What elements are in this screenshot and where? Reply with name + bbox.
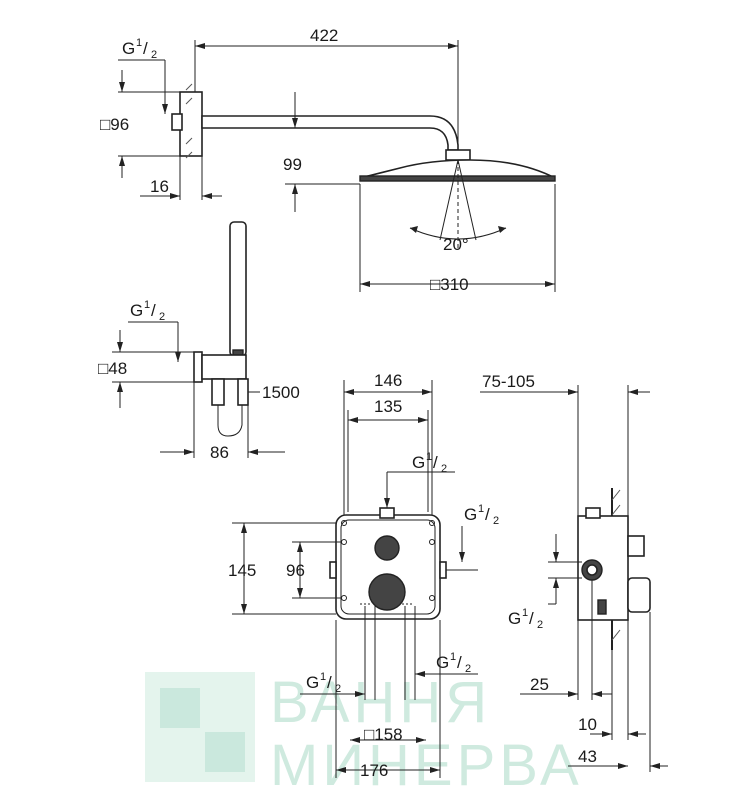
- dim-depth-43: 43: [578, 747, 597, 766]
- thread-label-body-bottom-left: G 1 / 2: [306, 671, 341, 695]
- svg-text:/: /: [327, 673, 332, 692]
- svg-text:2: 2: [159, 311, 165, 323]
- svg-text:G: G: [464, 505, 477, 524]
- svg-text:/: /: [143, 39, 148, 58]
- thread-label-body-right: G 1 / 2: [464, 503, 499, 527]
- svg-text:2: 2: [151, 49, 157, 61]
- concealed-body-side-view: 75-105 G 1 / 2 25 10: [480, 372, 668, 772]
- svg-text:1: 1: [522, 607, 528, 619]
- dim-flange-depth: 16: [150, 177, 169, 196]
- watermark-line1: ВАННЯ: [270, 670, 491, 735]
- svg-text:G: G: [508, 609, 521, 628]
- side-thermostat: [627, 577, 651, 613]
- svg-text:2: 2: [441, 463, 447, 475]
- svg-text:1: 1: [136, 37, 142, 49]
- right-outlet: [439, 561, 447, 579]
- thermostat-cartridge: [368, 573, 406, 611]
- dim-body-hole-spacing: 96: [286, 561, 305, 580]
- svg-text:/: /: [529, 609, 534, 628]
- hand-shower-view: G 1 / 2 □48 1500 86: [98, 221, 300, 462]
- diverter-spindle: [374, 535, 400, 561]
- dim-body-width-outer: 146: [374, 371, 402, 390]
- head-connector: [445, 149, 471, 161]
- dim-arm-length: 422: [310, 26, 338, 45]
- hose-outlet: [211, 378, 225, 406]
- shower-arm: [201, 115, 459, 151]
- svg-text:/: /: [433, 453, 438, 472]
- dim-spray-angle: 20°: [443, 235, 469, 254]
- dim-plate-outer: 176: [360, 761, 388, 780]
- svg-text:1: 1: [426, 451, 432, 463]
- svg-text:2: 2: [537, 619, 543, 631]
- svg-text:/: /: [485, 505, 490, 524]
- top-inlet: [379, 507, 395, 519]
- svg-text:1: 1: [450, 651, 456, 663]
- svg-text:G: G: [122, 39, 135, 58]
- dim-holder-depth: 86: [210, 443, 229, 462]
- svg-text:2: 2: [335, 683, 341, 695]
- dim-body-height: 145: [228, 561, 256, 580]
- dim-holder-flange: □48: [98, 359, 127, 378]
- svg-text:1: 1: [478, 503, 484, 515]
- svg-text:/: /: [151, 301, 156, 320]
- svg-text:G: G: [436, 653, 449, 672]
- dim-depth-25: 25: [530, 675, 549, 694]
- dim-install-depth: 75-105: [482, 372, 535, 391]
- dim-depth-10: 10: [578, 715, 597, 734]
- dim-plate-inner: □158: [364, 725, 403, 744]
- svg-text:2: 2: [465, 663, 471, 675]
- dim-head-drop: 99: [283, 155, 302, 174]
- wall-connector: [171, 113, 183, 131]
- side-top-inlet: [585, 507, 601, 519]
- hand-shower: [229, 221, 247, 357]
- thread-label-middle: G 1 / 2: [130, 299, 165, 323]
- watermark: ВАННЯ МИНЕРВА: [145, 670, 583, 792]
- thread-label-body-top: G 1 / 2: [412, 451, 447, 475]
- side-diverter: [627, 535, 645, 557]
- svg-text:G: G: [412, 453, 425, 472]
- holder-flange: [193, 351, 203, 383]
- dim-head-size: □310: [430, 275, 469, 294]
- svg-text:/: /: [457, 653, 462, 672]
- svg-text:G: G: [306, 673, 319, 692]
- thread-label-body-bottom-right: G 1 / 2: [436, 651, 471, 675]
- holder-body: [201, 354, 247, 380]
- dim-body-width-inner: 135: [374, 397, 402, 416]
- thread-label-side: G 1 / 2: [508, 607, 543, 631]
- overhead-shower-view: 20° 422 G 1 / 2 □96 16: [100, 26, 556, 294]
- concealed-body-front-view: 146 135 G 1 / 2 G 1 / 2: [228, 371, 499, 780]
- left-outlet: [329, 561, 337, 579]
- watermark-line2: МИНЕРВА: [270, 733, 583, 792]
- svg-text:1: 1: [144, 299, 150, 311]
- hose-connector: [237, 378, 249, 406]
- svg-text:G: G: [130, 301, 143, 320]
- wall-flange: [179, 91, 203, 157]
- dim-wall-flange: □96: [100, 115, 129, 134]
- hose: [217, 405, 243, 437]
- svg-text:2: 2: [493, 515, 499, 527]
- dim-hose-length: 1500: [262, 383, 300, 402]
- svg-text:1: 1: [320, 671, 326, 683]
- thread-label-top: G 1 / 2: [122, 37, 157, 61]
